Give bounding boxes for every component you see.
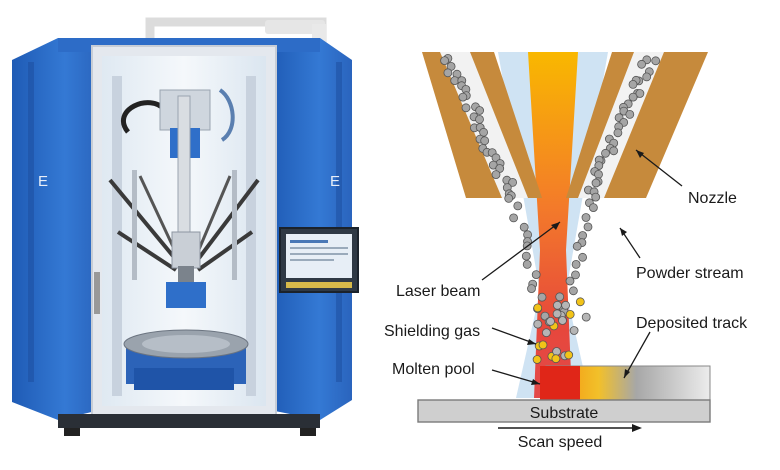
molten-pool	[540, 366, 580, 400]
powder-particle	[571, 259, 581, 269]
powder-particle	[532, 355, 542, 364]
powder-particle	[609, 146, 619, 156]
powder-particle	[571, 270, 580, 280]
powder-stream	[440, 54, 661, 364]
powder-particle	[565, 276, 575, 286]
powder-particle	[581, 213, 591, 222]
powder-particle	[637, 59, 646, 69]
powder-particle	[613, 128, 623, 138]
powder-particle	[565, 309, 575, 319]
powder-particle	[533, 303, 543, 313]
laser-beam-label: Laser beam	[396, 283, 481, 300]
powder-particle	[564, 350, 574, 360]
powder-particle	[594, 169, 603, 179]
powder-particle	[527, 284, 536, 294]
powder-particle	[480, 136, 490, 146]
powder-particle	[591, 192, 601, 202]
powder-particle	[491, 170, 501, 180]
powder-particle	[461, 103, 471, 113]
powder-particle	[504, 193, 514, 203]
powder-particle	[546, 316, 555, 326]
powder-particle	[537, 292, 547, 302]
powder-particle	[440, 56, 450, 65]
shielding-gas-label: Shielding gas	[384, 323, 480, 340]
powder-particle	[628, 92, 638, 102]
powder-particle	[555, 292, 565, 302]
molten-pool-label: Molten pool	[392, 361, 475, 378]
left-side-panel	[12, 38, 100, 420]
powder-particle	[601, 148, 610, 158]
machine-photo: E E	[12, 17, 359, 436]
powder-particle	[635, 89, 645, 98]
powder-particle	[642, 72, 652, 82]
powder-particle	[594, 161, 604, 171]
powder-particle	[475, 106, 485, 115]
powder-particle	[519, 222, 529, 232]
deposited-track-label: Deposited track	[636, 315, 748, 332]
powder-particle	[569, 326, 579, 335]
powder-particle	[625, 110, 635, 119]
brand-mark-right: E	[330, 173, 340, 190]
powder-particle	[521, 251, 531, 261]
brand-mark-left: E	[38, 173, 48, 190]
powder-stream-label: Powder stream	[636, 265, 744, 282]
powder-particle	[551, 354, 561, 364]
substrate	[417, 399, 711, 423]
powder-particle	[458, 92, 468, 102]
powder-particle	[509, 213, 518, 223]
powder-particle	[552, 347, 561, 356]
powder-particle	[533, 319, 543, 329]
powder-particle	[558, 316, 567, 325]
powder-particle	[561, 300, 570, 310]
powder-particle	[651, 56, 661, 66]
powder-particle	[531, 270, 541, 280]
powder-particle	[542, 328, 551, 338]
powder-particle	[538, 340, 548, 350]
powder-particle	[508, 177, 517, 187]
powder-particle	[575, 297, 585, 307]
powder-particle	[475, 115, 484, 124]
powder-particle	[553, 300, 562, 310]
powder-particle	[513, 201, 523, 211]
powder-particle	[628, 80, 638, 89]
scan-speed-label: Scan speed	[518, 434, 603, 451]
powder-particle	[578, 252, 587, 262]
powder-particle	[522, 259, 532, 269]
powder-particle	[581, 312, 591, 322]
substrate-label: Substrate	[530, 405, 599, 422]
powder-particle	[479, 127, 489, 137]
powder-particle	[443, 68, 453, 78]
powder-particle	[569, 286, 578, 296]
powder-particle	[583, 222, 593, 232]
powder-particle	[552, 309, 562, 319]
nozzle-label: Nozzle	[688, 190, 737, 207]
powder-particle	[589, 203, 598, 213]
powder-particle	[572, 241, 582, 251]
powder-particle	[591, 178, 601, 188]
ded-schematic: Substrate Scan speed Nozzle Powder strea…	[384, 52, 748, 451]
